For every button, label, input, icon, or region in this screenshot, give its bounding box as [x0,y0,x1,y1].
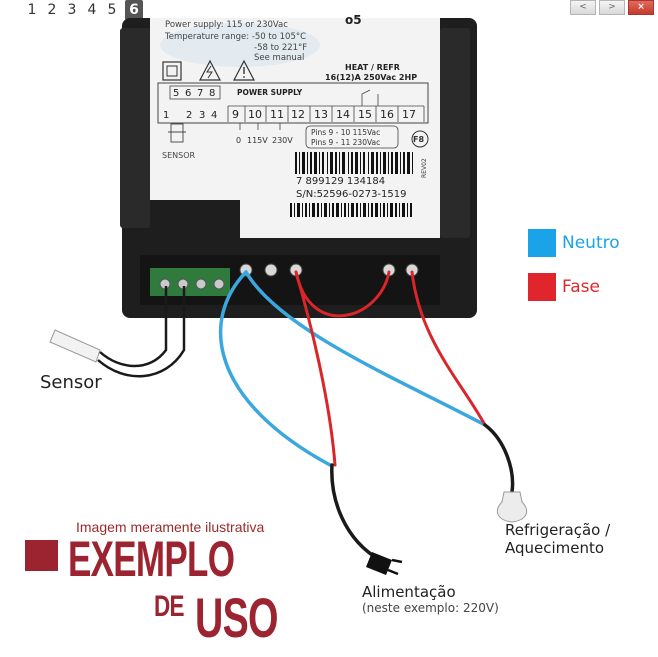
barcode-number: 7 899129 134184 [296,176,385,187]
next-button[interactable]: > [599,0,625,15]
wires [218,270,515,562]
power-note: (neste exemplo: 220V) [362,601,499,615]
spec-line-4: See manual [254,53,304,63]
watermark-uso: USO [195,586,279,649]
pins-line-2: Pins 9 - 11 230Vac [311,138,380,147]
sensor-terminal-label: SENSOR [162,151,195,160]
neutro-swatch [528,229,556,257]
close-button[interactable]: × [628,0,654,15]
fase-label: Fase [562,277,600,297]
svg-text:5: 5 [173,88,179,99]
spec-line-3: -58 to 221°F [254,43,307,53]
svg-text:11: 11 [270,108,284,121]
spec-line-1: Power supply: 115 or 230Vac [165,20,288,30]
svg-text:115V: 115V [247,136,268,145]
page-link-6-active[interactable]: 6 [125,0,143,20]
watermark-square [25,540,58,571]
caution-icon [233,59,255,81]
image-pager: 1 2 3 4 5 6 [22,0,143,20]
page-link-2[interactable]: 2 [47,2,57,18]
sensor-terminal-numbers: 5 6 7 8 1 2 3 4 [163,85,221,121]
page-link-4[interactable]: 4 [87,2,97,18]
sensor-label: Sensor [40,372,102,393]
pins-line-1: Pins 9 - 10 115Vac [311,128,380,137]
watermark-exemplo: EXEMPLO [68,531,235,587]
svg-text:15: 15 [358,108,372,121]
power-supply-label: POWER SUPPLY [237,88,303,97]
svg-text:10: 10 [248,108,262,121]
power-plug-icon [366,552,403,576]
serial-number: S/N:52596-0273-1519 [296,189,407,200]
logo-fragment: o5 [345,13,362,27]
fase-swatch [528,273,556,301]
voltage-marks: 0 115V 230V [236,136,293,145]
double-insulation-icon [162,61,182,81]
svg-text:14: 14 [336,108,350,121]
svg-text:0: 0 [236,136,241,145]
revision-label: REV02 [421,158,428,178]
page-link-3[interactable]: 3 [67,2,77,18]
svg-text:4: 4 [211,110,217,121]
load-label-line2: Aquecimento [505,539,605,557]
page-link-1[interactable]: 1 [27,2,37,18]
warning-icons [162,59,255,81]
terminal-screws [159,263,419,290]
barcode-top [295,152,413,174]
svg-text:9: 9 [232,108,239,121]
barcode-bottom [290,203,412,217]
prev-button[interactable]: < [570,0,596,15]
electric-hazard-icon [199,59,221,81]
heat-label: HEAT / REFR [345,63,400,72]
svg-text:17: 17 [402,108,416,121]
spec-line-2: Temperature range: -50 to 105°C [164,32,306,42]
window-controls: < > × [570,0,654,15]
main-terminal-numbers: 9 10 11 12 13 14 15 16 17 [232,108,416,121]
f8-badge [411,130,429,148]
svg-text:8: 8 [209,88,215,99]
svg-text:16: 16 [380,108,394,121]
load-label-line1: Refrigeração / [505,521,611,539]
svg-text:230V: 230V [272,136,293,145]
watermark-de: DE [154,590,185,623]
svg-text:2: 2 [186,110,192,121]
power-label: Alimentação [362,583,456,601]
svg-text:7: 7 [197,88,203,99]
neutro-label: Neutro [562,233,620,253]
svg-text:3: 3 [199,110,205,121]
f8-label: F8 [413,135,424,144]
sensor-symbol [168,123,186,143]
svg-text:12: 12 [291,108,305,121]
temperature-probe [49,286,186,378]
legend-fase: Fase [528,273,600,301]
svg-text:1: 1 [163,110,169,121]
watermark-caption: Imagem meramente ilustrativa [76,519,265,535]
legend-neutro: Neutro [528,229,620,257]
svg-text:6: 6 [185,88,191,99]
page-link-5[interactable]: 5 [107,2,117,18]
svg-text:13: 13 [314,108,328,121]
rating-label: 16(12)A 250Vac 2HP [325,73,417,82]
load-bulb-icon [496,491,528,523]
